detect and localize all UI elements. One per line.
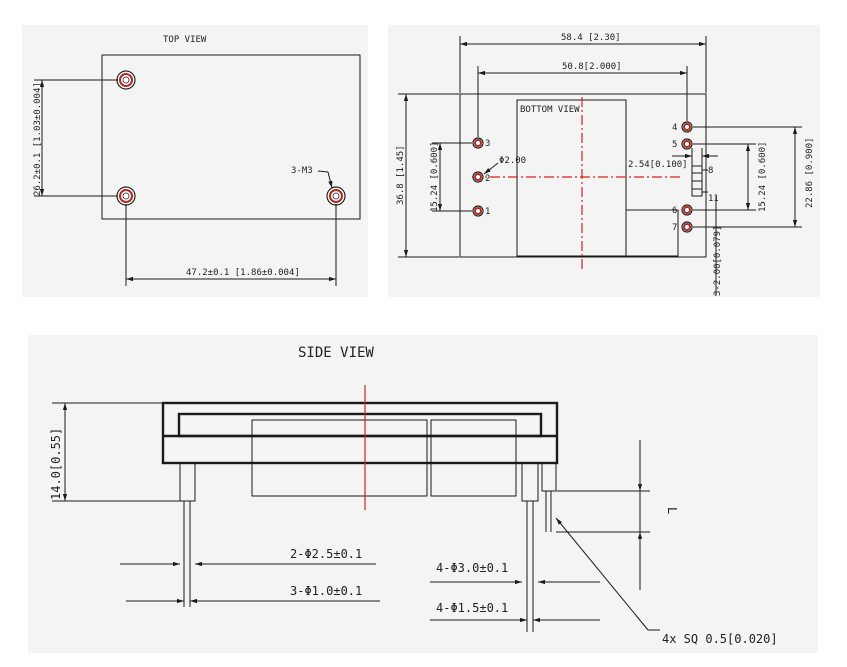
side-height-label: 14.0[0.55] <box>49 428 63 500</box>
pin-label-7: 7 <box>672 223 677 233</box>
bottom-offset-dimension: 3-2.00[0.079] <box>713 196 723 296</box>
bottom-view-corner-block <box>625 209 679 257</box>
callout-3-d1-0: 3-Φ1.0±0.1 <box>126 584 380 604</box>
pad-label-11: 11 <box>708 194 719 204</box>
pin-2: 2 <box>472 171 490 184</box>
pin-span-label: 50.8[2.000] <box>562 62 622 72</box>
top-view-panel <box>22 25 368 297</box>
pin-length-dimension: L <box>556 440 679 590</box>
thread-label: 3-M3 <box>291 166 313 176</box>
side-view-panel <box>28 335 818 653</box>
callout-sq-pin-label: 4x SQ 0.5[0.020] <box>662 632 778 646</box>
pin-6: 6 <box>672 204 693 216</box>
right-span-label: 22.86 [0.900] <box>805 138 815 208</box>
bottom-view-overall-width-dimension: 58.4 [2.30] <box>459 33 707 93</box>
side-view: SIDE VIEW 14.0[0.55] <box>28 335 818 653</box>
pin-label-1: 1 <box>485 207 490 217</box>
left-pin-spacing-label: 15.24 [0.600] <box>430 142 440 212</box>
mount-hole-bottom-left <box>116 186 136 206</box>
top-view-height-dimension: 26.2±0.1 [1.03±0.004] <box>33 79 118 197</box>
side-component-right <box>430 419 517 497</box>
pin-label-6: 6 <box>672 206 677 216</box>
top-view-height-label: 26.2±0.1 [1.03±0.004] <box>33 82 43 196</box>
pin-label-5: 5 <box>672 140 677 150</box>
pitch-dimension: 2.54[0.100] <box>628 148 718 170</box>
pin-label-3: 3 <box>485 139 490 149</box>
pad-strip: 8 11 <box>691 165 719 204</box>
top-view-width-label: 47.2±0.1 [1.86±0.004] <box>186 268 300 278</box>
bottom-view-outline <box>459 93 707 258</box>
thread-callout: 3-M3 <box>291 166 333 189</box>
callout-4-d1-5-label: 4-Φ1.5±0.1 <box>436 601 508 615</box>
pin-5: 5 <box>672 138 693 150</box>
top-view-width-dimension: 47.2±0.1 [1.86±0.004] <box>125 204 337 286</box>
top-view-title: TOP VIEW <box>163 35 207 45</box>
bottom-offset-label: 3-2.00[0.079] <box>713 226 723 296</box>
side-body-outer <box>161 401 559 465</box>
pitch-label: 2.54[0.100] <box>628 160 688 170</box>
bottom-view: BOTTOM VIEW 3 2 1 Φ2.00 4 5 <box>388 25 820 297</box>
overall-width-label: 58.4 [2.30] <box>561 33 621 43</box>
side-pin-left <box>179 462 196 607</box>
bottom-view-height-label: 36.8 [1.45] <box>396 145 406 205</box>
top-view: TOP VIEW 26.2±0.1 [1.03±0.004] 47.2±0.1 … <box>22 25 368 297</box>
callout-2-d2-5: 2-Φ2.5±0.1 <box>120 547 376 567</box>
callout-4-d3-0: 4-Φ3.0±0.1 <box>430 561 600 585</box>
mount-hole-top-left <box>116 70 136 90</box>
pin-label-2: 2 <box>485 174 490 184</box>
bottom-view-pin-span-dimension: 50.8[2.000] <box>477 62 688 137</box>
bottom-view-inner-block <box>516 99 627 257</box>
side-view-title: SIDE VIEW <box>298 345 374 361</box>
pin-7: 7 <box>672 221 693 233</box>
side-height-dimension: 14.0[0.55] <box>49 402 180 502</box>
right-pin-spacing-dimension: 15.24 [0.600] <box>693 142 768 212</box>
pin-3: 3 <box>472 137 490 149</box>
bottom-view-height-dimension: 36.8 [1.45] <box>396 93 459 258</box>
pin-label-4: 4 <box>672 123 677 133</box>
callout-4-d1-5: 4-Φ1.5±0.1 <box>430 601 600 623</box>
pin-1: 1 <box>472 205 490 217</box>
callout-2-d2-5-label: 2-Φ2.5±0.1 <box>290 547 362 561</box>
callout-sq-pin: 4x SQ 0.5[0.020] <box>555 517 778 646</box>
right-pin-spacing-label: 15.24 [0.600] <box>758 142 768 212</box>
side-pin-right <box>521 462 557 632</box>
callout-3-d1-0-label: 3-Φ1.0±0.1 <box>290 584 362 598</box>
mount-hole-bottom-right <box>326 186 346 206</box>
right-span-dimension: 22.86 [0.900] <box>693 126 815 228</box>
callout-4-d3-0-label: 4-Φ3.0±0.1 <box>436 561 508 575</box>
side-component-left <box>251 419 428 497</box>
pin-4: 4 <box>672 121 693 133</box>
pin-length-label: L <box>665 507 679 514</box>
top-view-outline <box>101 54 361 220</box>
left-pin-spacing-dimension: 15.24 [0.600] <box>430 142 472 212</box>
bottom-view-title: BOTTOM VIEW <box>520 105 580 115</box>
pad-label-8: 8 <box>708 166 713 176</box>
hole-diameter-label: Φ2.00 <box>499 156 526 166</box>
